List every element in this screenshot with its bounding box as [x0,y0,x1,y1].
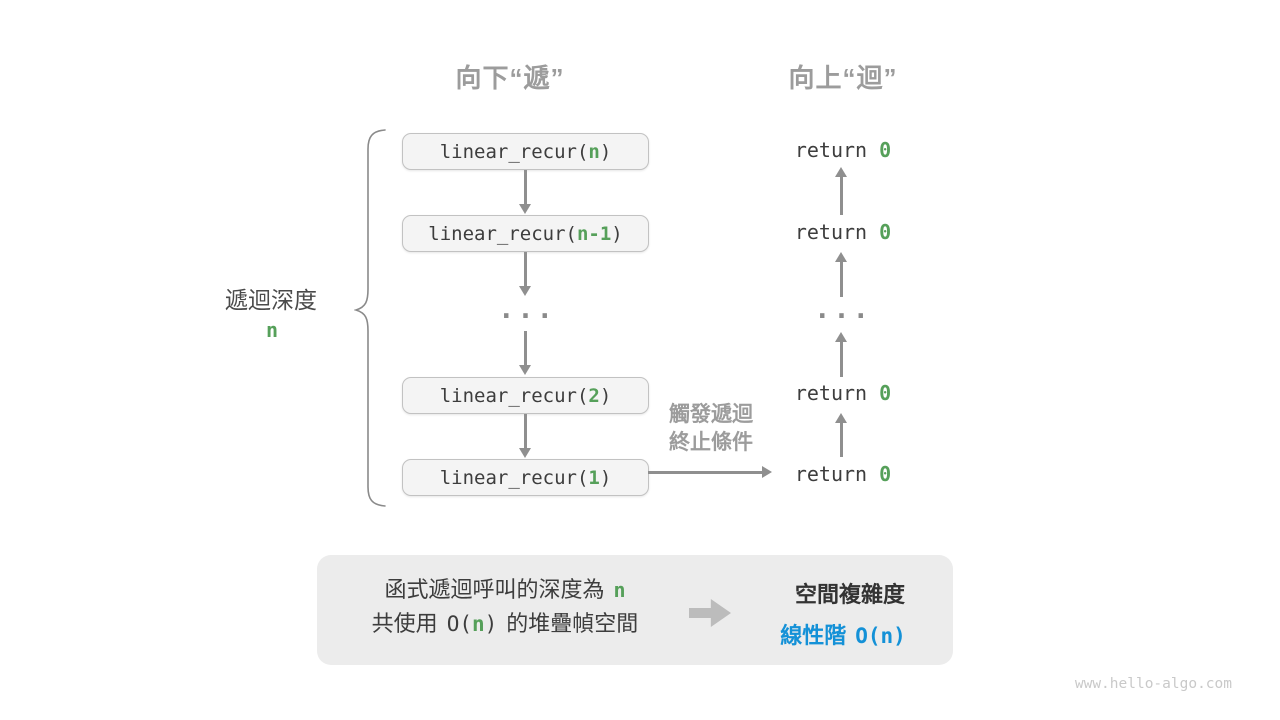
recurse-arrow-down-icon [519,170,532,214]
return-value: 0 [879,138,892,162]
return-value: 0 [879,381,892,405]
return-arrow-up-icon [835,332,848,377]
return-statement: return 0 [795,380,891,406]
call-box-1: linear_recur(1) [402,459,649,496]
summary-stack-code: O(n) [447,612,498,636]
return-keyword: return [794,220,880,244]
watermark: www.hello-algo.com [1074,676,1232,692]
summary-depth-text: 函式遞迴呼叫的深度為 [384,577,605,602]
call-ellipsis: ... [498,294,556,325]
return-statement: return 0 [795,219,891,245]
return-statement: return 0 [795,461,891,487]
recurse-arrow-down-icon [519,414,532,458]
code-prefix: linear_recur( [428,222,577,245]
base-case-label-line1: 觸發遞迴 [669,403,753,426]
return-keyword: return [794,138,880,162]
call-box-n-1: linear_recur(n-1) [402,215,649,252]
summary-panel [317,555,953,665]
big-o-close: ) [484,612,498,636]
return-keyword: return [794,381,880,405]
recursion-depth-label: 遞迴深度 [225,287,317,313]
code-suffix: ) [599,140,612,163]
base-case-arrow-right-icon [648,466,772,479]
phase-label-up: 向上“迴” [788,63,898,93]
return-keyword: return [794,462,880,486]
return-value: 0 [879,462,892,486]
summary-depth-line: 函式遞迴呼叫的深度為 n [372,573,639,607]
code-suffix: ) [599,466,612,489]
complexity-notation: O(n) [855,624,906,648]
return-statement: return 0 [795,137,891,163]
space-complexity-result: 線性階 O(n) [780,618,906,650]
code-arg: 2 [588,384,600,407]
big-o-open: O( [446,612,472,636]
space-complexity-title: 空間複雜度 [794,582,906,607]
recurse-arrow-down-icon [519,331,532,375]
return-arrow-up-icon [835,413,848,457]
recursion-depth-value: n [265,318,279,342]
call-box-n: linear_recur(n) [402,133,649,170]
code-prefix: linear_recur( [439,384,589,407]
code-suffix: ) [611,222,623,245]
code-suffix: ) [599,384,612,407]
return-arrow-up-icon [835,252,848,297]
summary-stack-post: 的堆疊幀空間 [506,611,639,636]
base-case-label-line2: 終止條件 [669,431,753,454]
big-o-arg: n [471,612,485,636]
complexity-order-label: 線性階 [780,623,847,648]
code-arg: n [588,140,600,163]
code-arg: 1 [588,466,600,489]
call-box-2: linear_recur(2) [402,377,649,414]
base-case-label: 觸發遞迴 終止條件 [669,401,753,457]
summary-depth-value: n [613,578,626,602]
phase-label-down: 向下“遞” [455,63,565,93]
return-ellipsis: ... [814,294,872,325]
summary-stack-line: 共使用 O(n) 的堆疊幀空間 [372,607,639,641]
recurse-arrow-down-icon [519,252,532,296]
code-arg: n-1 [576,222,612,245]
curly-brace-icon [354,129,386,507]
code-prefix: linear_recur( [439,140,589,163]
return-arrow-up-icon [835,167,848,215]
return-value: 0 [879,220,892,244]
summary-stack-pre: 共使用 [371,611,438,636]
code-prefix: linear_recur( [439,466,589,489]
